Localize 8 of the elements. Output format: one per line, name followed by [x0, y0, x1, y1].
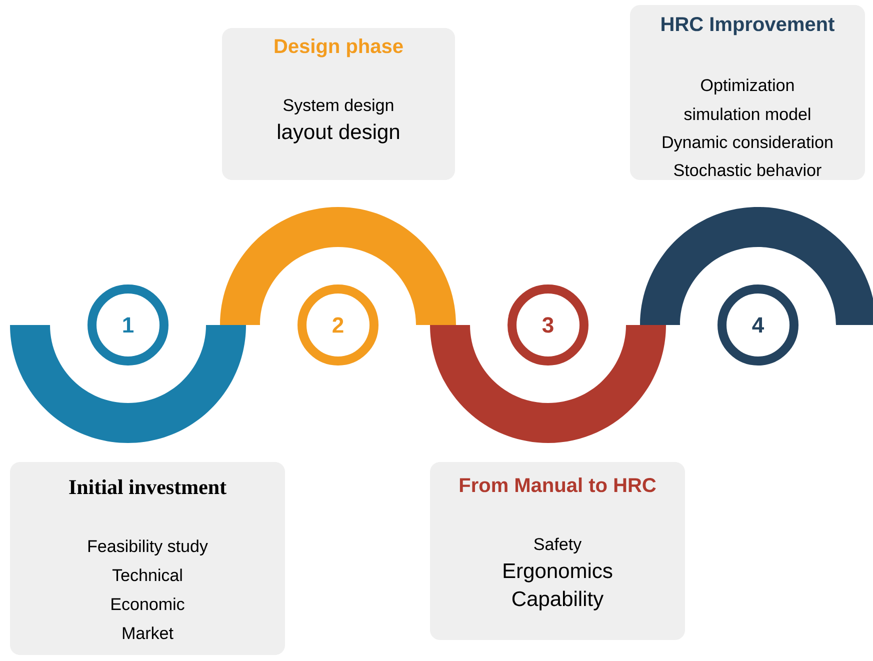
step-ring: 4: [718, 284, 798, 366]
step-ring: 3: [508, 284, 588, 366]
info-card: Design phase System design layout design: [222, 28, 455, 180]
info-card: Initial investment Feasibility study Technical Economic Market: [10, 462, 285, 655]
step-ring: 1: [88, 284, 168, 366]
info-card: HRC Improvement Optimization simulation model Dynamic consideration Stochastic behavior: [630, 5, 865, 180]
info-card: From Manual to HRC Safety Ergonomics Capability: [430, 462, 685, 640]
step-ring: 2: [298, 284, 378, 366]
